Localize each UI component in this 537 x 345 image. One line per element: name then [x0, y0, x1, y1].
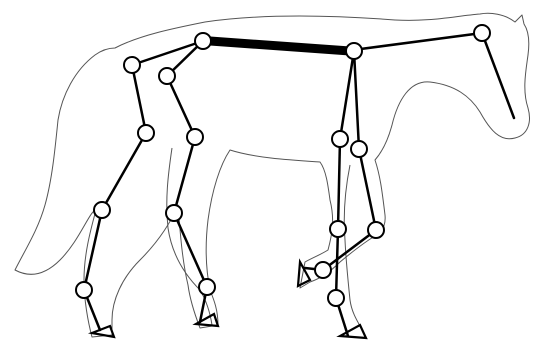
- front-left-cannon-bone: [336, 229, 338, 298]
- head-bone: [482, 33, 514, 118]
- joint-hind-left-fetlock: [76, 282, 92, 298]
- hind-left-thigh-bone: [132, 65, 146, 133]
- joint-hind-right-hock: [166, 205, 182, 221]
- joint-hind-right-fetlock: [199, 279, 215, 295]
- skeleton-joints: [76, 25, 490, 306]
- joint-hind-left-hock: [94, 202, 110, 218]
- joint-withers: [346, 43, 362, 59]
- joint-hind-right-stifle: [187, 129, 203, 145]
- neck-bone: [353, 33, 482, 50]
- skeleton-bones: [84, 33, 514, 336]
- joint-hind-left-stifle: [138, 125, 154, 141]
- joint-front-right-fetlock: [315, 262, 331, 278]
- hind-left-hoof: [92, 326, 114, 337]
- hind-left-shin-bone: [102, 133, 146, 210]
- joint-hind-right-hip: [159, 68, 175, 84]
- hind-right-shin-bone: [174, 137, 195, 213]
- joint-front-right-elbow: [351, 141, 367, 157]
- joint-croup: [195, 33, 211, 49]
- hind-right-cannon-bone: [174, 213, 207, 287]
- joint-hind-left-hip: [124, 57, 140, 73]
- hind-right-thigh-bone: [167, 76, 195, 137]
- front-right-upper-bone: [354, 51, 359, 149]
- spine-bone: [210, 41, 350, 51]
- joint-front-left-knee: [330, 221, 346, 237]
- joint-front-left-elbow: [332, 131, 348, 147]
- joint-poll: [474, 25, 490, 41]
- joint-front-left-fetlock: [328, 290, 344, 306]
- front-left-forearm-bone: [338, 139, 340, 229]
- front-right-forearm-bone: [359, 149, 376, 230]
- front-left-upper-bone: [340, 51, 354, 139]
- joint-front-right-knee: [368, 222, 384, 238]
